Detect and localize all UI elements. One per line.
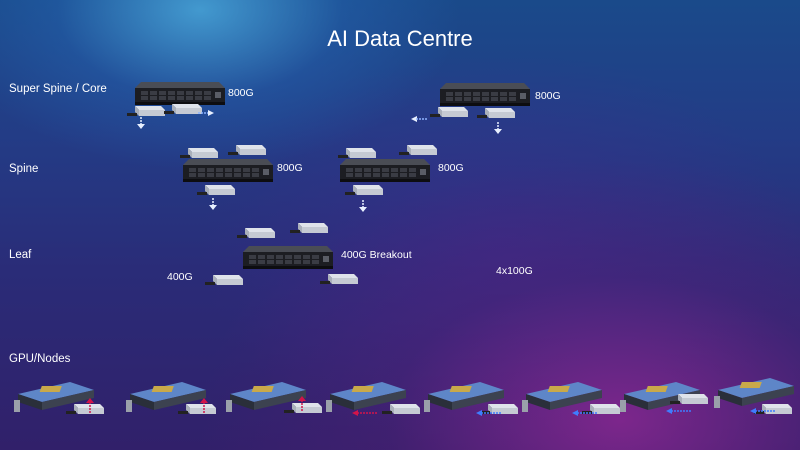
arrow-left-icon (666, 408, 692, 414)
speed-label-leaf-breakout: 400G Breakout (341, 249, 412, 261)
transceiver-module (195, 183, 235, 199)
gpu-card (14, 380, 94, 416)
gpu-card (522, 380, 602, 416)
transceiver-module (176, 402, 216, 418)
arrow-up-icon (298, 396, 306, 412)
transceiver-module (397, 143, 437, 159)
tier-label-gpu-nodes: GPU/Nodes (9, 353, 71, 365)
transceiver-module (288, 221, 328, 237)
transceiver-module (178, 146, 218, 162)
transceiver-module (475, 106, 515, 122)
tier-label-leaf: Leaf (9, 249, 32, 261)
tier-label-super-spine: Super Spine / Core (9, 83, 107, 95)
gpu-card (714, 376, 794, 412)
transceiver-module (668, 392, 708, 408)
arrow-up-icon (86, 398, 94, 414)
transceiver-module (282, 401, 322, 417)
tier-label-spine: Spine (9, 163, 39, 175)
transceiver-module (336, 146, 376, 162)
speed-label-leaf-400g: 400G (167, 271, 193, 283)
arrow-up-icon (200, 398, 208, 414)
leaf-switch (243, 246, 333, 270)
transceiver-module (380, 402, 420, 418)
page-title: AI Data Centre (327, 26, 473, 51)
arrow-down-icon (494, 122, 502, 134)
gpu-card (424, 380, 504, 416)
gpu-card (126, 380, 206, 416)
speed-label-spine-left: 800G (277, 162, 303, 174)
speed-label-spine-right: 800G (438, 162, 464, 174)
gpu-card (326, 380, 406, 416)
transceiver-module (162, 102, 202, 118)
transceiver-module (235, 226, 275, 242)
spine-switch (340, 159, 430, 183)
arrow-down-icon (137, 117, 145, 129)
transceiver-module (125, 104, 165, 120)
arrow-left-icon (411, 116, 427, 122)
gpu-card (226, 380, 306, 416)
super-spine-switch (135, 82, 225, 106)
speed-label-4x100g: 4x100G (496, 265, 533, 277)
transceiver-module (343, 183, 383, 199)
arrow-right-icon (198, 110, 214, 116)
speed-label-super-spine-left: 800G (228, 87, 254, 99)
transceiver-module (64, 402, 104, 418)
arrow-down-icon (359, 200, 367, 212)
transceiver-module (203, 273, 243, 289)
transceiver-module (226, 143, 266, 159)
transceiver-module (428, 105, 468, 121)
arrow-left-icon (352, 410, 378, 416)
arrow-left-icon (572, 410, 598, 416)
spine-switch (183, 159, 273, 183)
arrow-left-icon (476, 410, 502, 416)
super-spine-switch (440, 83, 530, 107)
transceiver-module (318, 272, 358, 288)
arrow-down-icon (209, 198, 217, 210)
arrow-left-icon (750, 408, 776, 414)
speed-label-super-spine-right: 800G (535, 90, 561, 102)
